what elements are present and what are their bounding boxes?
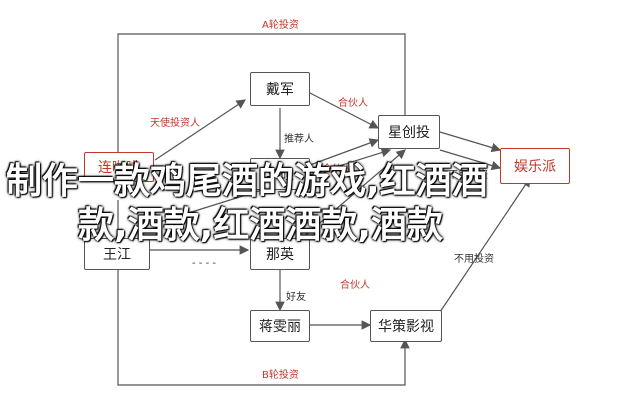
label-partner-3: 合伙人	[340, 280, 370, 291]
overlay-title: 制作一款鸡尾酒的游戏,红酒酒 款,酒款,红酒酒款,酒款	[6, 160, 634, 248]
lianxifei-daijun-line	[154, 99, 246, 161]
label-stranger: 不用投资	[448, 170, 488, 181]
label-b-invest: B轮投资	[262, 370, 299, 381]
node-huashuo-label: 华硕	[266, 167, 294, 183]
xingchuangtou-yulepai-line2	[439, 149, 502, 171]
xingchuangtou-yulepai-line	[439, 131, 502, 153]
huashuo-xingchuangtou-line	[309, 138, 380, 166]
label-a-invest: A轮投资	[262, 20, 299, 31]
node-daijun-label: 戴军	[266, 82, 294, 98]
node-wangjiang-label: 王江	[103, 247, 131, 263]
label-unrelated-1: 不用投资	[454, 254, 494, 265]
node-xingchuangtou: 星创投	[378, 115, 440, 149]
node-naying: 那英	[250, 238, 310, 270]
label-partner-2: 合伙人	[322, 164, 352, 175]
naying-xingchuangtou-line	[299, 149, 406, 241]
node-naying-label: 那英	[266, 247, 294, 263]
node-yulepai-label: 娱乐派	[514, 159, 556, 175]
node-huashuo: 华硕	[250, 158, 310, 190]
label-dots: - - - -	[192, 258, 216, 269]
node-huace-label: 华策影视	[378, 319, 434, 335]
label-angel-invest: 天使投资人	[150, 118, 200, 129]
label-recommender: 推荐人	[284, 134, 314, 145]
overlay-line-1: 制作一款鸡尾酒的游戏,红酒酒	[6, 161, 488, 202]
node-huace: 华策影视	[370, 310, 442, 342]
overlay-line-2: 款,酒款,红酒酒款,酒款	[78, 205, 444, 246]
node-wangjiang: 王江	[84, 238, 150, 270]
node-jiangwenli: 蒋雯丽	[250, 310, 310, 342]
b-round-line	[117, 200, 410, 386]
a-round-line	[117, 33, 410, 160]
node-jiangwenli-label: 蒋雯丽	[259, 319, 301, 335]
huace-yulepai-line	[439, 177, 531, 313]
node-lianxifei-label: 连咖啡	[98, 160, 140, 176]
node-lianxifei: 连咖啡	[84, 152, 154, 182]
label-partner-1: 合伙人	[338, 98, 368, 109]
node-yulepai: 娱乐派	[500, 148, 570, 184]
daijun-xingchuangtou-line	[307, 91, 380, 129]
node-daijun: 戴军	[250, 72, 310, 106]
node-xingchuangtou-label: 星创投	[388, 125, 430, 141]
label-good-friend: 好友	[286, 292, 306, 303]
